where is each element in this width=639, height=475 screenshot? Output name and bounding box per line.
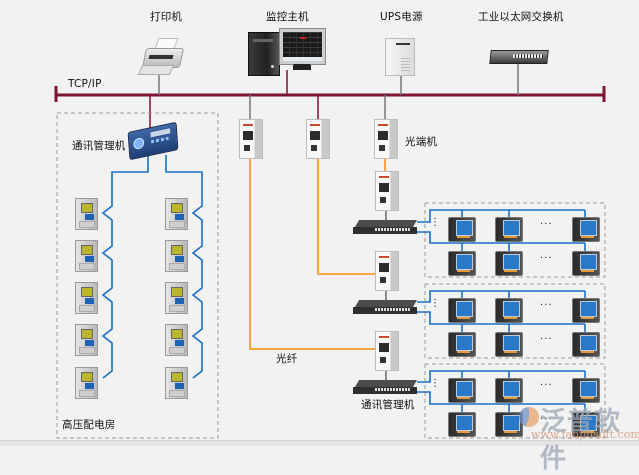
power-meter-icon[interactable]: [448, 217, 476, 242]
power-meter-icon[interactable]: [572, 251, 600, 276]
more-meters-ellipsis: ···: [540, 300, 553, 311]
monitor-stand: [293, 64, 311, 70]
protection-relay-icon[interactable]: [165, 282, 188, 314]
vertical-ellipsis: ⋮: [430, 298, 441, 309]
rs485-right-bus: [165, 155, 203, 379]
vertical-ellipsis: ⋮: [430, 378, 441, 389]
meter-bus-top: [417, 370, 585, 383]
power-meter-icon[interactable]: [572, 378, 600, 403]
printer-icon[interactable]: [137, 36, 185, 76]
pc-tower-icon[interactable]: [248, 32, 280, 76]
optical-converter-label: 光端机: [405, 136, 438, 148]
power-meter-icon[interactable]: [448, 412, 476, 437]
optical-converter-icon[interactable]: [375, 331, 399, 371]
meter-bus-bottom: [417, 311, 585, 325]
power-meter-icon[interactable]: [572, 412, 600, 437]
optical-converter-icon[interactable]: [375, 251, 399, 291]
meter-bus-top: [417, 290, 585, 303]
monitor-host-label: 监控主机: [266, 11, 309, 23]
watermark-url: www.fanpusoft.com: [531, 428, 639, 441]
optical-converter-icon[interactable]: [374, 119, 398, 159]
power-meter-icon[interactable]: [572, 332, 600, 357]
bottom-strip: [0, 440, 639, 446]
power-meter-icon[interactable]: [448, 298, 476, 323]
more-meters-ellipsis: ···: [540, 414, 553, 425]
protection-relay-icon[interactable]: [165, 324, 188, 356]
protection-relay-icon[interactable]: [75, 240, 98, 272]
power-meter-icon[interactable]: [495, 378, 523, 403]
printer-label: 打印机: [150, 11, 183, 23]
fiber-label: 光纤: [276, 353, 298, 365]
more-meters-ellipsis: ···: [540, 380, 553, 391]
more-meters-ellipsis: ···: [540, 253, 553, 264]
power-meter-icon[interactable]: [495, 332, 523, 357]
monitor-icon[interactable]: [279, 28, 326, 65]
protection-relay-icon[interactable]: [75, 367, 98, 399]
fiber-line-2: [317, 158, 375, 275]
power-meter-icon[interactable]: [495, 298, 523, 323]
ups-icon[interactable]: [385, 38, 415, 76]
rs485-left-bus: [101, 155, 149, 379]
meter-bus-bottom: [417, 231, 585, 244]
more-meters-ellipsis: ···: [540, 219, 553, 230]
power-meter-icon[interactable]: [448, 378, 476, 403]
protection-relay-icon[interactable]: [75, 198, 98, 230]
comm-manager-switch-icon[interactable]: [353, 380, 418, 394]
protection-relay-icon[interactable]: [165, 198, 188, 230]
protection-relay-icon[interactable]: [165, 367, 188, 399]
optical-converter-icon[interactable]: [239, 119, 263, 159]
comm-manager-label: 通讯管理机: [361, 399, 415, 411]
hv-room-boundary: [56, 112, 219, 439]
power-meter-icon[interactable]: [495, 251, 523, 276]
bus-label: TCP/IP: [68, 78, 102, 90]
ethernet-switch-icon[interactable]: [489, 50, 549, 64]
power-meter-icon[interactable]: [572, 217, 600, 242]
meter-group-boundary: [424, 202, 606, 278]
hv-comm-manager-label: 通讯管理机: [72, 140, 126, 152]
comm-manager-switch-icon[interactable]: [353, 220, 418, 234]
power-meter-icon[interactable]: [495, 217, 523, 242]
more-meters-ellipsis: ···: [540, 334, 553, 345]
meter-bus-top: [417, 209, 585, 223]
power-meter-icon[interactable]: [572, 298, 600, 323]
optical-converter-icon[interactable]: [306, 119, 330, 159]
power-meter-icon[interactable]: [495, 412, 523, 437]
meter-group-boundary: [424, 283, 606, 359]
watermark-logo-icon: [519, 407, 539, 427]
power-meter-icon[interactable]: [448, 251, 476, 276]
meter-bus-bottom: [417, 391, 585, 405]
wiring-layer: [54, 64, 606, 439]
protection-relay-icon[interactable]: [75, 324, 98, 356]
hv-room-label: 高压配电房: [62, 419, 116, 431]
protection-relay-icon[interactable]: [165, 240, 188, 272]
ethernet-switch-label: 工业以太网交换机: [478, 11, 564, 23]
optical-converter-icon[interactable]: [375, 171, 399, 211]
vertical-ellipsis: ⋮: [430, 217, 441, 228]
fiber-line-1: [249, 158, 375, 350]
protection-relay-icon[interactable]: [75, 282, 98, 314]
comm-manager-switch-icon[interactable]: [353, 300, 418, 314]
ups-label: UPS电源: [380, 11, 423, 23]
meter-group-boundary: [424, 363, 606, 439]
power-meter-icon[interactable]: [448, 332, 476, 357]
